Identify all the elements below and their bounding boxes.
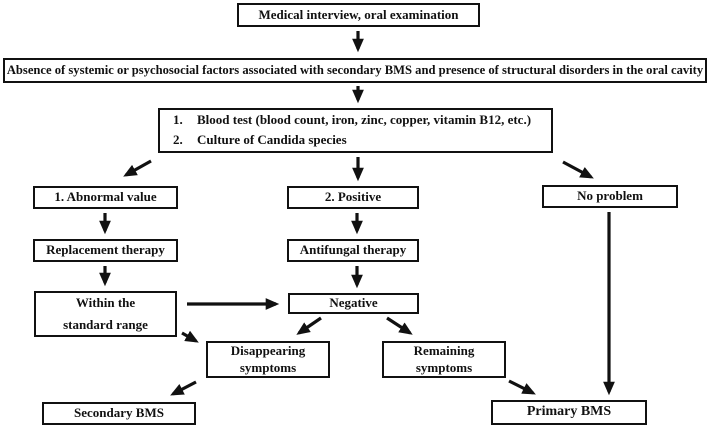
node-antifungal-therapy: Antifungal therapy — [287, 239, 419, 262]
disappearing-symptoms-line2: symptoms — [239, 359, 297, 375]
disappearing-symptoms-line1: Disappearing — [230, 342, 306, 358]
test-item-2-text: Culture of Candida species — [197, 132, 347, 147]
test-item-1: 1. Blood test (blood count, iron, zinc, … — [173, 112, 551, 129]
remaining-symptoms-line2: symptoms — [415, 359, 473, 375]
arrow-negative-to-remaining — [386, 316, 413, 335]
arrow-tests-to-no-problem — [562, 160, 594, 179]
test-item-2: 2. Culture of Candida species — [173, 132, 551, 149]
node-tests: 1. Blood test (blood count, iron, zinc, … — [158, 108, 553, 153]
node-negative: Negative — [288, 293, 419, 314]
arrow-disappearing-to-secondary-bms — [170, 380, 197, 396]
node-secondary-bms: Secondary BMS — [42, 402, 196, 425]
remaining-symptoms-line1: Remaining — [413, 342, 475, 358]
arrow-tests-to-abnormal-value — [123, 159, 152, 177]
test-item-2-number: 2. — [173, 132, 183, 147]
arrow-negative-to-disappearing — [296, 316, 322, 335]
node-disappearing-symptoms: Disappearing symptoms — [206, 341, 330, 378]
node-positive: 2. Positive — [287, 186, 419, 209]
node-replacement-therapy: Replacement therapy — [33, 239, 178, 262]
node-medical-interview: Medical interview, oral examination — [237, 3, 480, 27]
node-no-problem: No problem — [542, 185, 678, 208]
arrow-remaining-to-primary-bms — [508, 379, 536, 395]
node-remaining-symptoms: Remaining symptoms — [382, 341, 506, 378]
node-abnormal-value: 1. Abnormal value — [33, 186, 178, 209]
within-standard-range-line2: standard range — [63, 316, 148, 332]
test-item-1-text: Blood test (blood count, iron, zinc, cop… — [197, 112, 532, 128]
node-within-standard-range: Within the standard range — [34, 291, 177, 337]
node-screening-criteria: Absence of systemic or psychosocial fact… — [3, 58, 707, 83]
test-item-1-number: 1. — [173, 112, 183, 128]
within-standard-range-line1: Within the — [75, 294, 136, 310]
arrow-within-to-disappearing — [181, 330, 199, 343]
node-primary-bms: Primary BMS — [491, 400, 647, 425]
